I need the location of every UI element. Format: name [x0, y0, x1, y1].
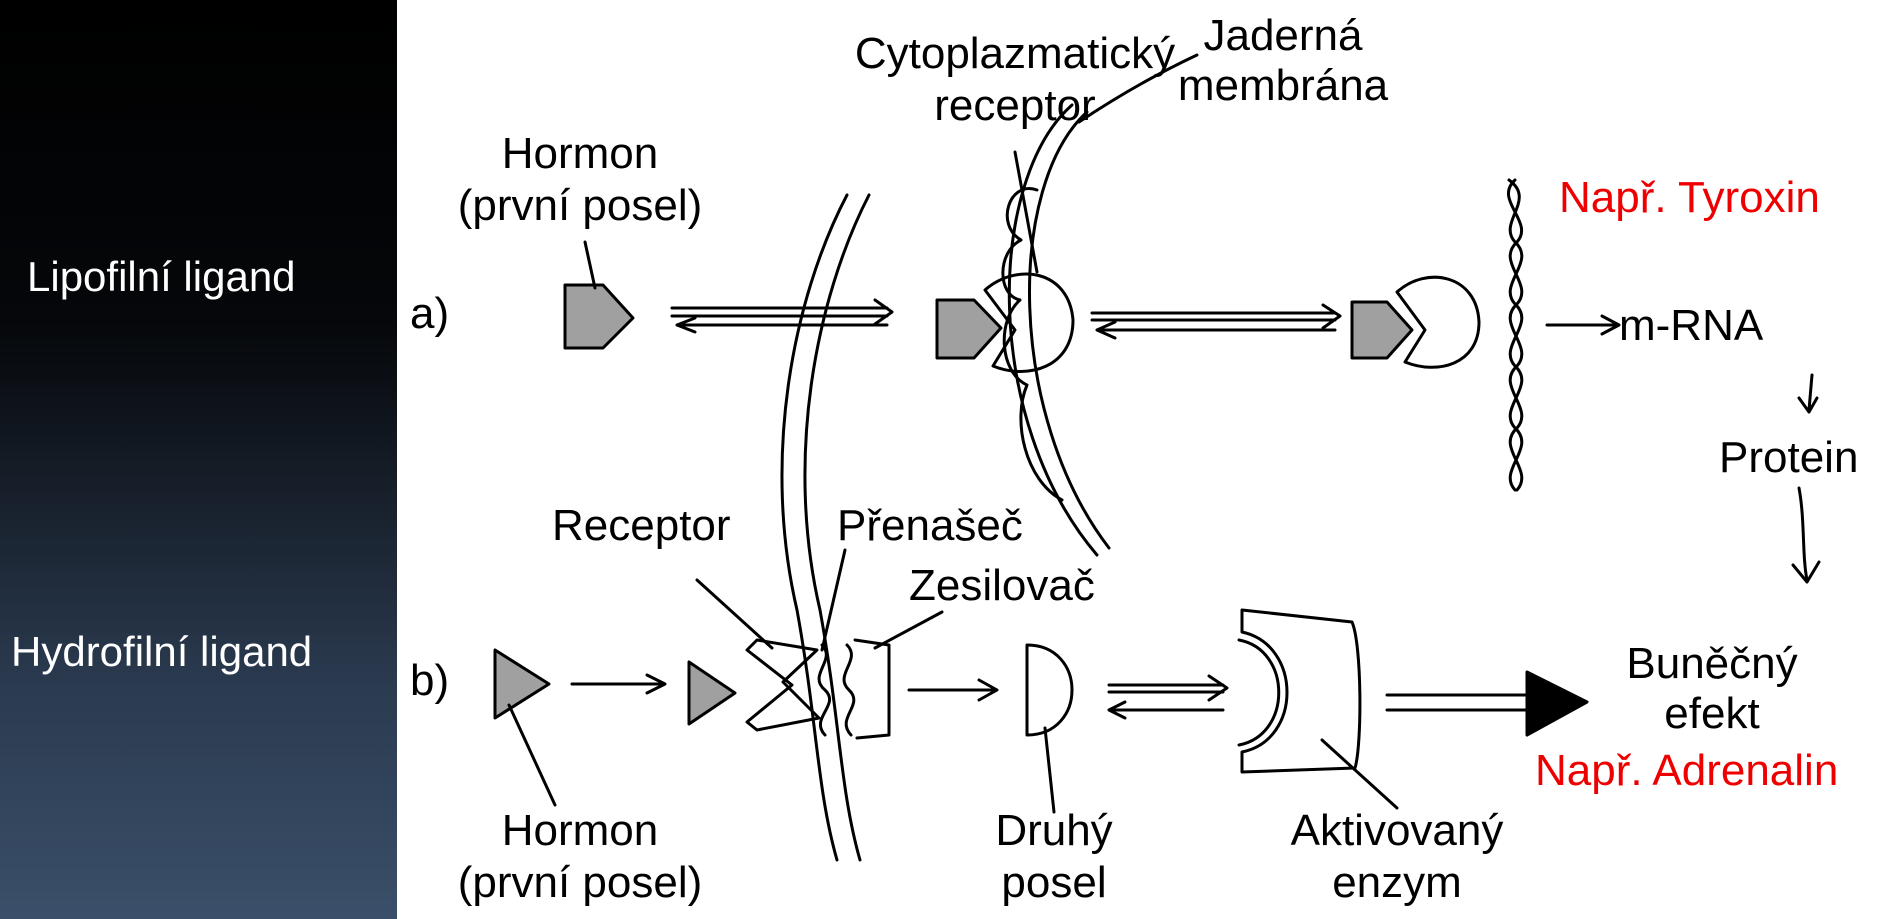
- receptor-pointer: [695, 578, 774, 650]
- tyroxin-example: Např. Tyroxin: [1559, 173, 1820, 222]
- hormon-bottom-line2: (první posel): [458, 858, 703, 907]
- nuclear-receptor-shape: [1395, 275, 1481, 369]
- protein-to-effect-arrow: [1791, 486, 1821, 584]
- diagram-canvas: a) b) Hormon (první posel) Cytoplazmatic…: [410, 11, 1858, 907]
- second-messenger-shape: [1025, 643, 1074, 737]
- arrow-a1-forward: [670, 298, 894, 326]
- arrow-b2: [907, 678, 999, 702]
- arrow-b3-back: [1107, 700, 1225, 720]
- signaling-diagram: a) b) Hormon (první posel) Cytoplazmatic…: [397, 0, 1890, 919]
- protein-label: Protein: [1719, 433, 1858, 482]
- aktivovany-pointer: [1320, 738, 1399, 810]
- adrenalin-example: Např. Adrenalin: [1535, 746, 1838, 795]
- druhy-pointer: [1043, 726, 1056, 814]
- lipophilic-ligand-label: Lipofilní ligand: [27, 253, 296, 300]
- prenasec-label: Přenašeč: [837, 501, 1023, 550]
- dna-to-mrna-arrow: [1545, 314, 1621, 336]
- aktivovany-line2: enzym: [1332, 858, 1462, 907]
- nuclear-pore-bulges: [1001, 187, 1064, 502]
- hormone-a2-shape: [935, 298, 1003, 360]
- receptor-label: Receptor: [552, 501, 731, 550]
- nuclear-membrane-inner: [1028, 110, 1111, 550]
- nuclear-membrane-outer: [1007, 103, 1099, 557]
- membrane-receptor-shape: [745, 638, 821, 732]
- cell-membrane-inner: [803, 193, 871, 862]
- transducer-shape: [817, 643, 856, 737]
- bunecny-line1: Buněčný: [1626, 639, 1797, 688]
- jaderna-pointer-line: [1077, 53, 1199, 124]
- effect-arrow-head: [1525, 670, 1589, 737]
- aktivovany-line1: Aktivovaný: [1291, 806, 1504, 855]
- hormon-top-line2: (první posel): [458, 181, 703, 230]
- hormone-b-shape: [493, 648, 551, 720]
- jaderna-line1: Jaderná: [1203, 11, 1363, 60]
- hormone-a-shape: [563, 283, 635, 350]
- dna-strand-2: [1507, 178, 1524, 492]
- hormon-top-line1: Hormon: [502, 129, 659, 178]
- hormone-a3-shape: [1350, 300, 1414, 360]
- amplifier-shape: [853, 638, 891, 740]
- arrow-b1: [570, 673, 667, 695]
- druhy-line1: Druhý: [995, 806, 1112, 855]
- cyto-line1: Cytoplazmatický: [855, 29, 1175, 78]
- zesilovac-label: Zesilovač: [909, 561, 1095, 610]
- hormon-bottom-pointer: [507, 703, 557, 807]
- hydrophilic-ligand-label: Hydrofilní ligand: [11, 628, 313, 675]
- zesilovac-pointer: [873, 610, 944, 650]
- jaderna-line2: membrána: [1178, 61, 1389, 110]
- hormone-b2-shape: [687, 660, 737, 726]
- druhy-line2: posel: [1001, 858, 1106, 907]
- bunecny-line2: efekt: [1664, 689, 1759, 738]
- mrna-label: m-RNA: [1619, 301, 1764, 350]
- cyto-line2: receptor: [934, 81, 1095, 130]
- row-a-marker: a): [410, 289, 449, 338]
- cyto-receptor-pointer: [1013, 150, 1039, 274]
- arrow-b3-forward: [1107, 674, 1229, 702]
- effect-arrow-lines: [1385, 693, 1534, 712]
- arrow-a2-forward: [1090, 303, 1342, 330]
- mrna-to-protein-arrow: [1797, 373, 1819, 414]
- enzyme-shape: [1240, 608, 1362, 774]
- arrow-a1-back: [675, 316, 889, 334]
- cell-membrane-outer: [780, 193, 849, 862]
- cyto-receptor-shape: [983, 272, 1075, 373]
- prenasec-pointer: [820, 548, 847, 652]
- hormon-bottom-line1: Hormon: [502, 806, 659, 855]
- row-b-marker: b): [410, 656, 449, 705]
- hormon-top-pointer: [583, 240, 597, 290]
- left-panel: Lipofilní ligand Hydrofilní ligand: [0, 0, 397, 919]
- arrow-a2-back: [1095, 320, 1337, 340]
- enzyme-second-messenger-shape: [1237, 638, 1281, 747]
